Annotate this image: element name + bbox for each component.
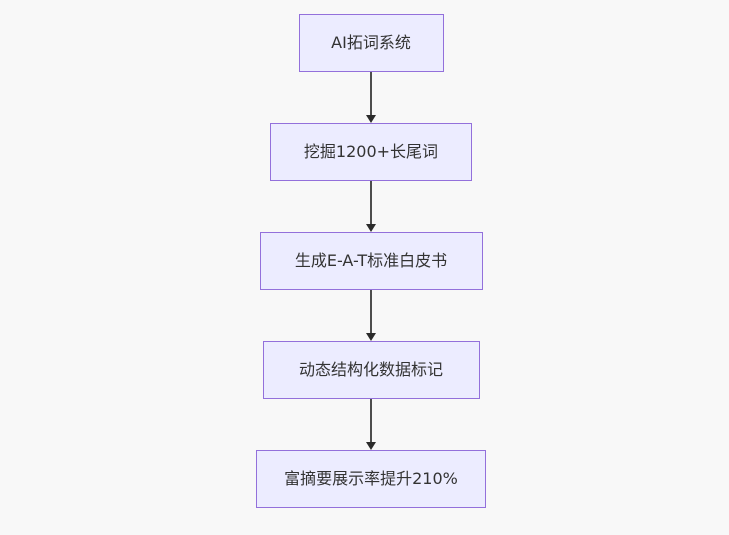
flow-node-mine-longtail-keywords: 挖掘1200+长尾词 — [270, 123, 472, 181]
flowchart: AI拓词系统 挖掘1200+长尾词 生成E-A-T标准白皮书 动态结构化数据标记… — [256, 14, 486, 508]
arrow-line — [370, 290, 372, 333]
flow-node-label: 富摘要展示率提升210% — [284, 469, 458, 489]
flow-node-label: AI拓词系统 — [331, 33, 411, 53]
arrow-down-icon — [366, 442, 376, 450]
flow-node-rich-snippet-rate-increase: 富摘要展示率提升210% — [256, 450, 486, 508]
arrow-down-icon — [366, 224, 376, 232]
flow-edge-3-4 — [366, 290, 376, 341]
flow-edge-4-5 — [366, 399, 376, 450]
arrow-line — [370, 181, 372, 224]
arrow-down-icon — [366, 115, 376, 123]
flow-node-label: 挖掘1200+长尾词 — [303, 142, 439, 162]
flow-edge-1-2 — [366, 72, 376, 123]
flow-node-dynamic-structured-data-markup: 动态结构化数据标记 — [262, 341, 480, 399]
arrow-line — [370, 399, 372, 442]
flow-node-label: 动态结构化数据标记 — [298, 360, 443, 380]
flow-node-ai-word-expansion-system: AI拓词系统 — [298, 14, 444, 72]
arrow-line — [370, 72, 372, 115]
flow-node-generate-eat-whitepaper: 生成E-A-T标准白皮书 — [259, 232, 483, 290]
flow-node-label: 生成E-A-T标准白皮书 — [294, 251, 448, 271]
arrow-down-icon — [366, 333, 376, 341]
flow-edge-2-3 — [366, 181, 376, 232]
